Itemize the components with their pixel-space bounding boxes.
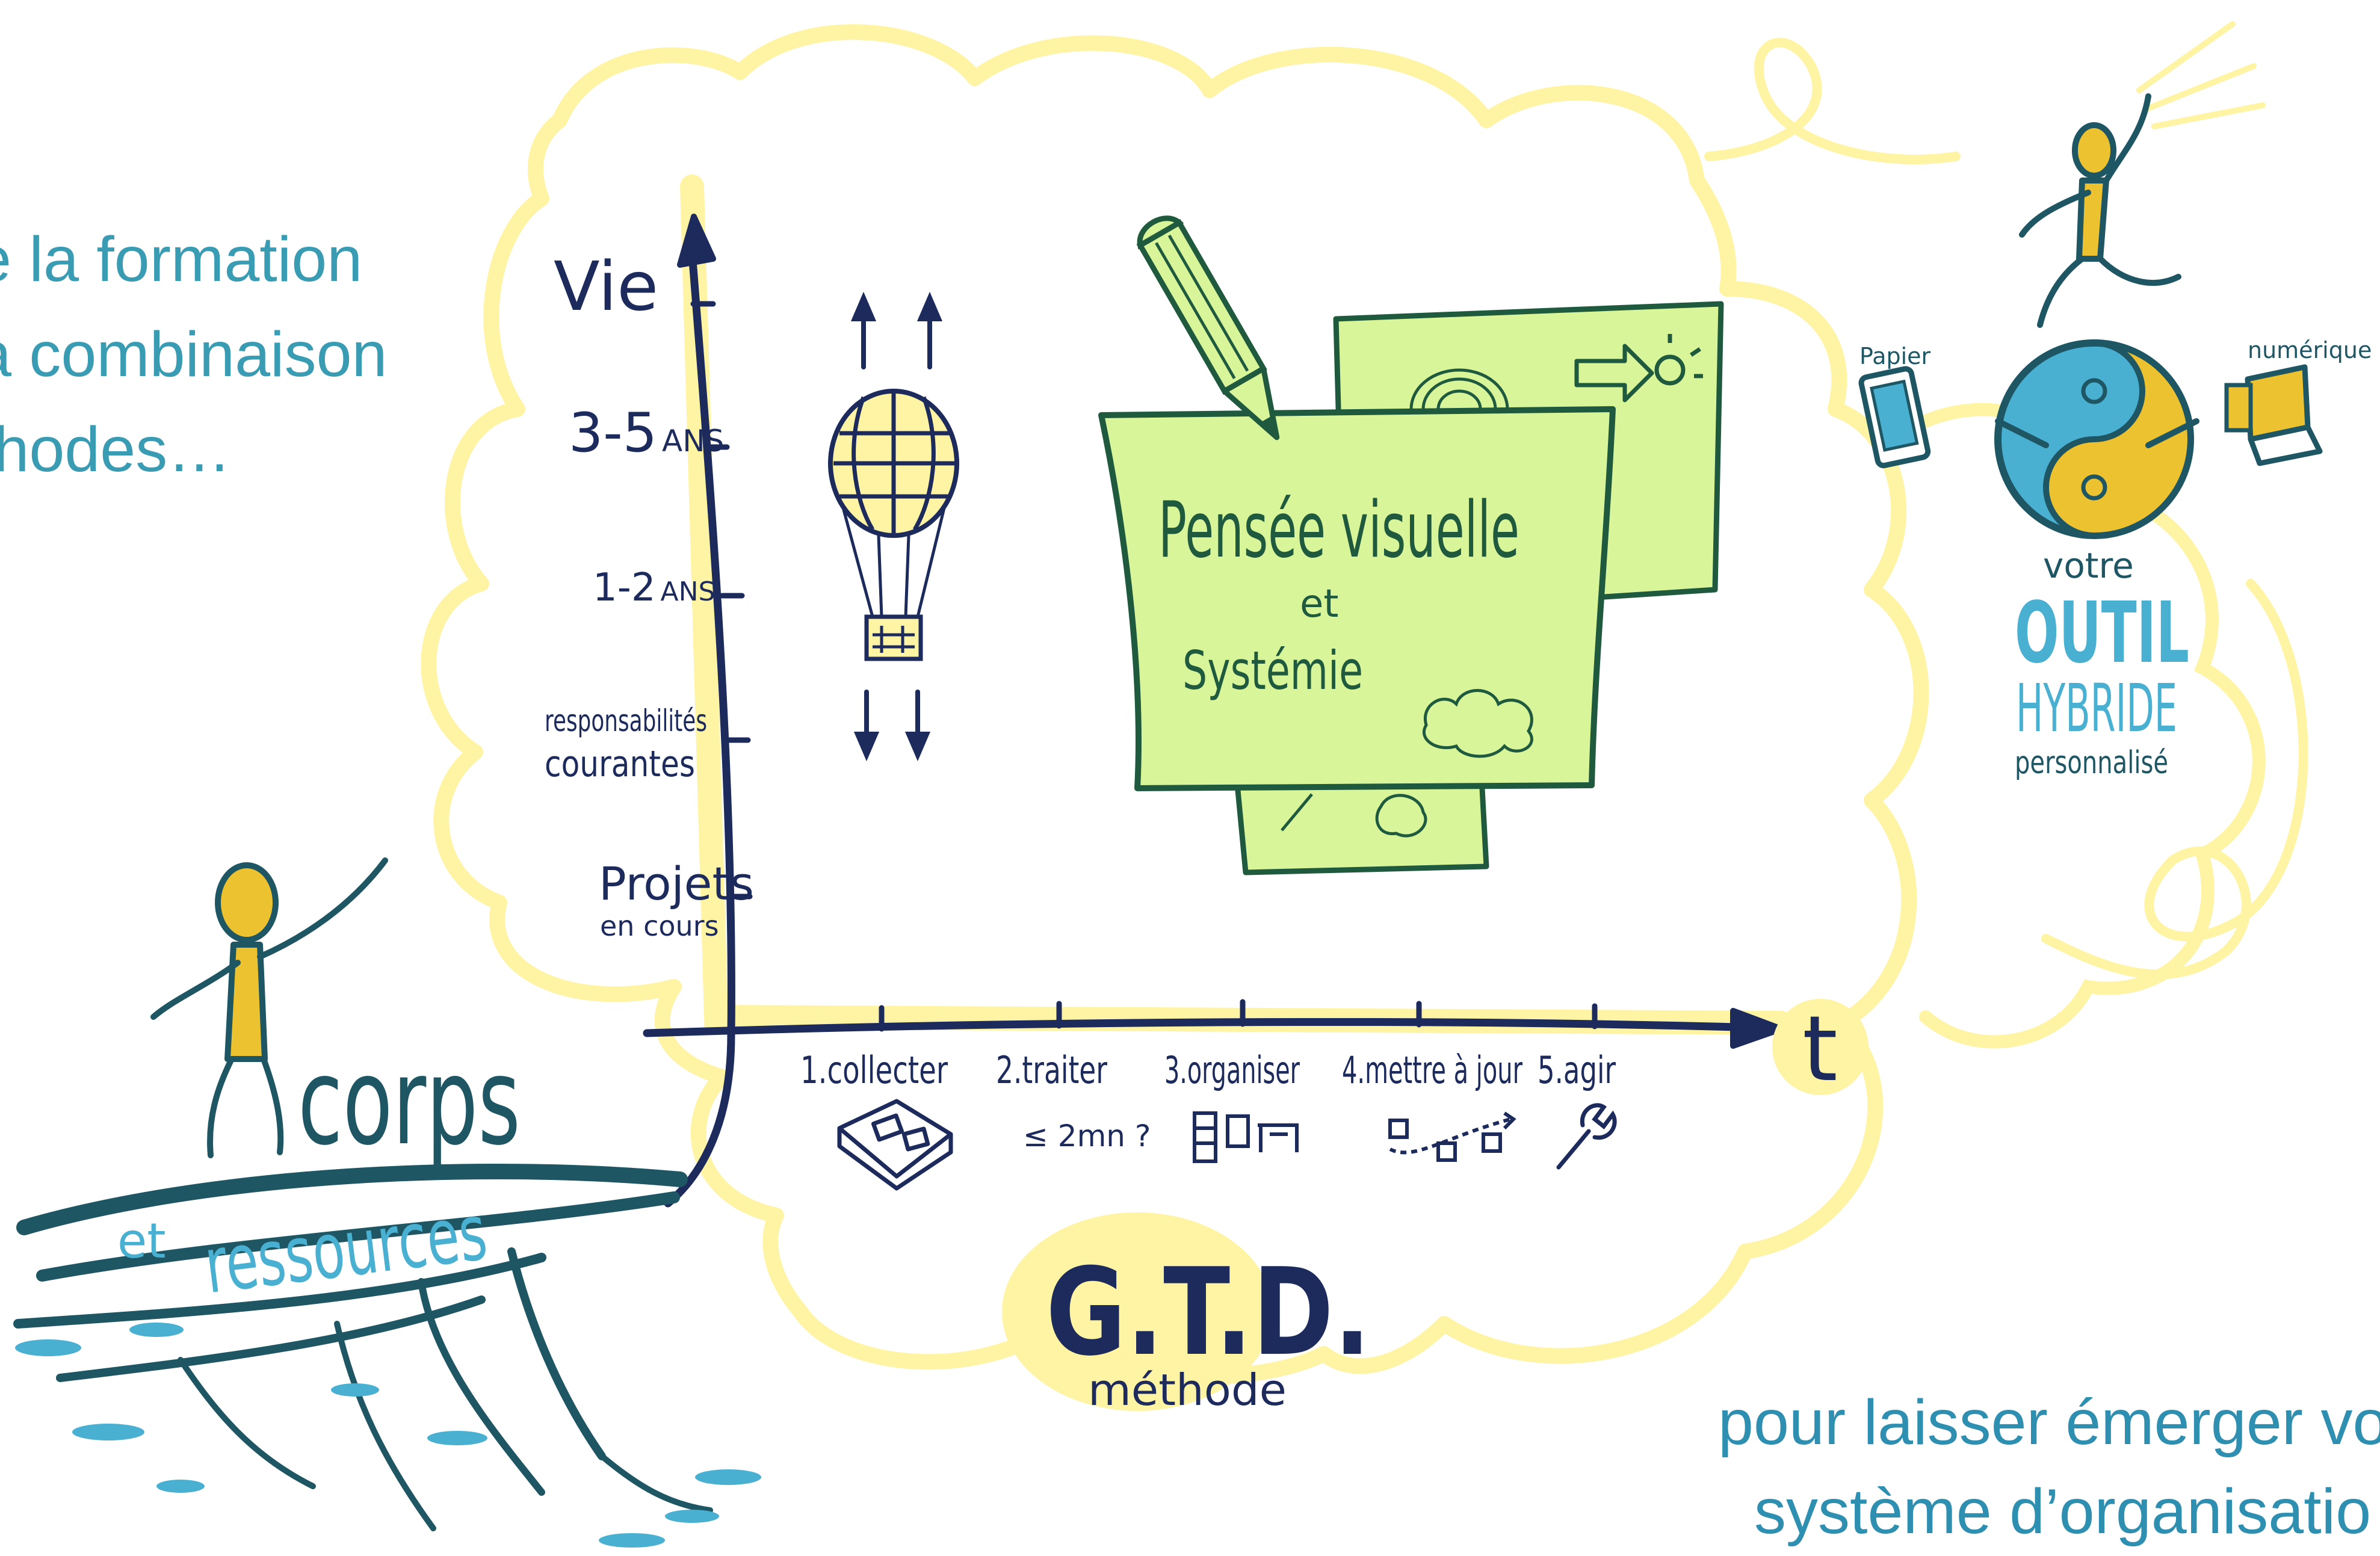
card-stack: Pensée visuelle et Systémie bbox=[1101, 304, 1721, 872]
yin-yang-icon bbox=[1998, 343, 2196, 536]
step-organize: 3.organiser bbox=[1164, 1048, 1300, 1092]
y-axis-label: Vie bbox=[554, 248, 658, 326]
update-icon bbox=[1390, 1113, 1513, 1160]
card-subtitle: Systémie bbox=[1182, 640, 1363, 702]
hybrid-tool-line-2: OUTIL bbox=[2015, 584, 2189, 682]
cabinet-icon bbox=[1195, 1113, 1297, 1161]
card-conjunction: et bbox=[1300, 582, 1338, 626]
hot-air-balloon-icon bbox=[830, 298, 957, 755]
hybrid-tool-line-1: votre bbox=[2043, 545, 2134, 586]
wrench-icon bbox=[1559, 1105, 1615, 1167]
level-responsibilities: responsabilités bbox=[545, 703, 707, 738]
paper-label: Papier bbox=[1859, 343, 1931, 369]
hybrid-tool-line-3: HYBRIDE bbox=[2016, 670, 2177, 747]
outro-text: pour laisser émerger vo système d’organi… bbox=[1718, 1378, 2380, 1556]
digital-label: numérique bbox=[2248, 337, 2372, 363]
step-process-note: ≤ 2mn ? bbox=[1023, 1119, 1151, 1153]
outro-line-2: système d’organisatio bbox=[1718, 1467, 2380, 1556]
card-title: Pensée visuelle bbox=[1158, 486, 1519, 575]
x-axis-label: t bbox=[1802, 997, 1838, 1102]
level-responsibilities-sub: courantes bbox=[545, 743, 695, 785]
water-drops bbox=[15, 1323, 761, 1548]
step-process: 2.traiter bbox=[996, 1048, 1107, 1092]
corps-title: corps bbox=[298, 1032, 521, 1172]
step-update: 4.mettre à jour bbox=[1342, 1048, 1522, 1092]
hybrid-tool-line-4: personnalisé bbox=[2015, 745, 2168, 781]
corps-connector: et bbox=[117, 1213, 166, 1269]
level-projects-sub: en cours bbox=[600, 910, 719, 942]
inbox-tray-icon bbox=[839, 1101, 951, 1188]
swirl-top-decoration bbox=[1709, 43, 1956, 159]
step-act: 5.agir bbox=[1538, 1048, 1616, 1092]
corps-subtitle: ressources bbox=[200, 1188, 492, 1311]
phone-icon bbox=[1860, 368, 1929, 466]
hybrid-tool-figure bbox=[2022, 96, 2178, 325]
outro-line-1: pour laisser émerger vo bbox=[1718, 1378, 2380, 1467]
gtd-title: G.T.D. bbox=[1046, 1243, 1371, 1383]
level-projects: Projets bbox=[599, 857, 754, 910]
spark-rays-decoration bbox=[2139, 24, 2263, 126]
card-front bbox=[1101, 409, 1613, 788]
step-collect: 1.collecter bbox=[800, 1048, 948, 1092]
gtd-subtitle: méthode bbox=[1088, 1365, 1287, 1415]
laptop-icon bbox=[2227, 367, 2320, 463]
